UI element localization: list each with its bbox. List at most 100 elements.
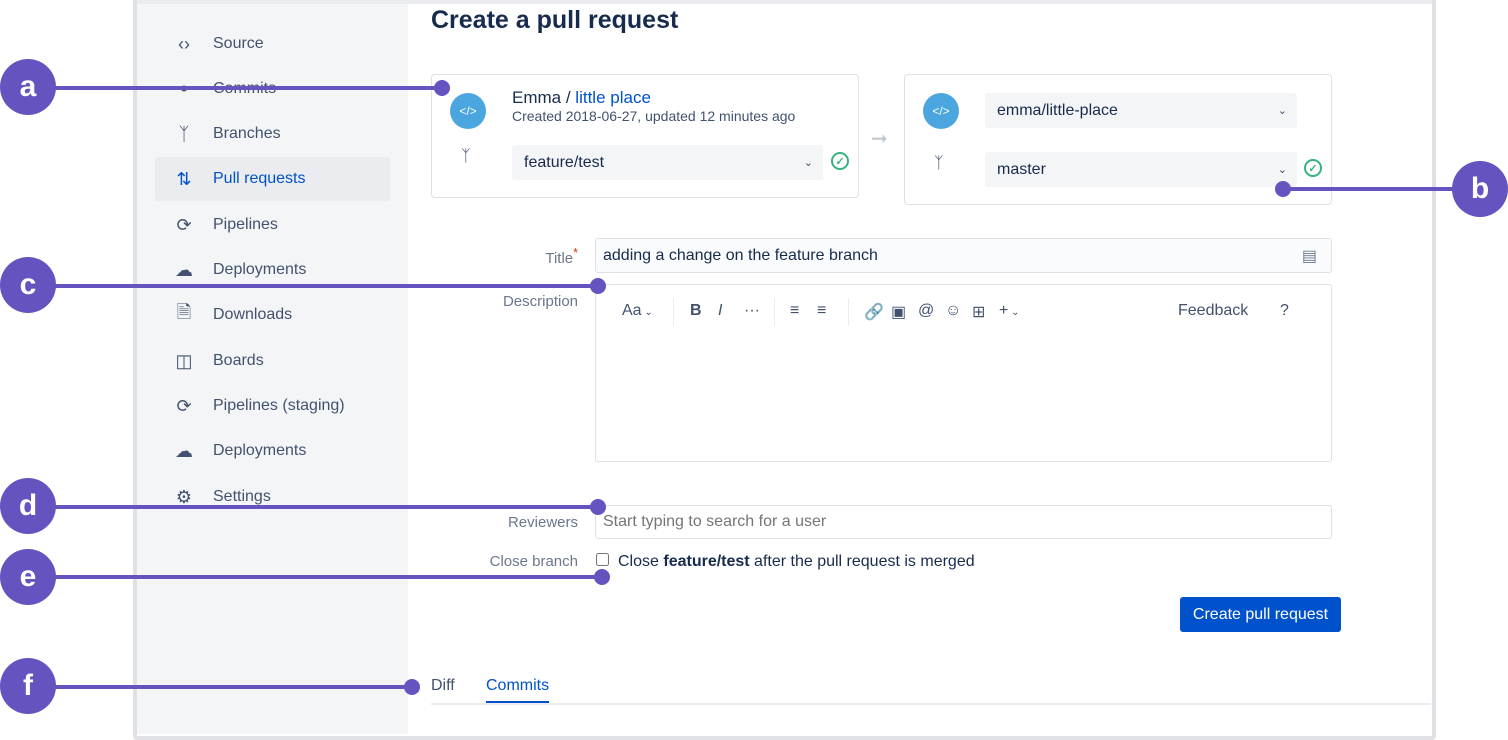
callout-f: f	[0, 658, 56, 714]
separator: /	[561, 88, 576, 107]
sidebar-item-downloads[interactable]: 🗎 Downloads	[155, 293, 390, 337]
emoji-icon[interactable]: ☺	[945, 302, 962, 319]
branch-name: feature/test	[663, 553, 750, 570]
chevron-down-icon: ⌄	[1277, 164, 1287, 176]
close-branch-text: Close feature/test after the pull reques…	[618, 553, 975, 571]
more-icon[interactable]: ···	[744, 302, 760, 319]
bold-icon[interactable]: B	[690, 302, 702, 319]
callout-dot-a	[434, 80, 450, 96]
text-style-label: Aa	[622, 302, 642, 319]
pipelines-icon: ⟳	[176, 214, 192, 235]
select-value: master	[997, 160, 1046, 178]
callout-dot-b	[1275, 181, 1291, 197]
board-icon: ◫	[175, 350, 193, 371]
sidebar-item-pipelines[interactable]: ⟳ Pipelines	[155, 203, 390, 247]
help-icon[interactable]: ?	[1280, 302, 1289, 319]
sidebar-item-label: Branches	[213, 125, 281, 142]
page-title: Create a pull request	[431, 6, 679, 34]
bullet-list-icon[interactable]: ≡	[790, 302, 800, 319]
create-pull-request-button[interactable]: Create pull request	[1180, 597, 1341, 632]
pull-request-icon: ⇅	[176, 168, 192, 189]
table-icon[interactable]: ⊞	[972, 304, 986, 321]
select-value: feature/test	[524, 153, 605, 171]
text-style-button[interactable]: Aa ⌄	[622, 302, 653, 320]
callout-dot-e	[594, 569, 610, 585]
sidebar-item-pull-requests[interactable]: ⇅ Pull requests	[155, 157, 390, 201]
callout-dot-f	[404, 679, 420, 695]
mention-icon[interactable]: @	[918, 302, 935, 319]
divider	[673, 298, 674, 326]
sidebar-item-label: Pull requests	[213, 170, 306, 187]
callout-line-b	[1283, 187, 1463, 191]
callout-dot-c	[590, 278, 606, 294]
sidebar-item-label: Pipelines	[213, 216, 278, 233]
sidebar-item-source[interactable]: ‹› Source	[155, 22, 390, 66]
sidebar-item-label: Deployments	[213, 261, 307, 278]
code-icon: ‹›	[178, 33, 190, 54]
required-marker: *	[573, 246, 578, 260]
top-bar	[137, 0, 1432, 4]
pipelines-icon: ⟳	[176, 395, 192, 416]
file-icon: 🗎	[176, 302, 192, 322]
callout-line-c	[40, 284, 598, 288]
sidebar-item-label: Deployments	[213, 442, 307, 459]
branch-icon: ᛉ	[461, 148, 471, 165]
sidebar-item-pipelines-staging[interactable]: ⟳ Pipelines (staging)	[155, 384, 390, 428]
description-editor[interactable]	[595, 284, 1332, 462]
sidebar-item-label: Source	[213, 35, 264, 52]
sidebar-item-deployments[interactable]: ☁Deployments	[155, 248, 390, 292]
repo-owner: Emma	[512, 88, 562, 107]
tabs-divider	[431, 703, 1431, 705]
reviewers-input[interactable]	[595, 505, 1332, 539]
sidebar-item-deployments-2[interactable]: ☁Deployments	[155, 429, 390, 473]
gear-icon: ⚙	[175, 486, 193, 507]
title-input[interactable]: adding a change on the feature branch ▤	[595, 238, 1332, 273]
divider	[774, 298, 775, 326]
callout-line-a	[40, 86, 442, 90]
id-card-icon: ▤	[1301, 247, 1317, 265]
text: Close	[618, 553, 664, 570]
sidebar-item-branches[interactable]: ᛉ Branches	[155, 112, 390, 156]
label-text: Title	[545, 250, 574, 267]
repo-link[interactable]: little place	[575, 88, 651, 107]
italic-icon[interactable]: I	[718, 302, 723, 319]
callout-dot-d	[590, 499, 606, 515]
chevron-down-icon: ⌄	[1277, 105, 1287, 117]
branch-icon: ᛉ	[934, 155, 944, 172]
chevron-down-icon: ⌄	[803, 157, 813, 169]
input-value: adding a change on the feature branch	[603, 246, 878, 264]
source-repo: Emma / little place	[512, 88, 651, 108]
sidebar-item-label: Boards	[213, 352, 264, 369]
tab-diff[interactable]: Diff	[431, 677, 455, 694]
link-icon[interactable]: 🔗	[864, 304, 884, 321]
sidebar	[137, 0, 408, 734]
description-label: Description	[502, 293, 578, 310]
select-value: emma/little-place	[997, 101, 1118, 119]
insert-plus-icon[interactable]: + ⌄	[999, 302, 1020, 319]
branch-icon: ᛉ	[178, 123, 190, 144]
callout-e: e	[0, 549, 56, 605]
sidebar-item-label: Pipelines (staging)	[213, 397, 345, 414]
sidebar-item-boards[interactable]: ◫ Boards	[155, 339, 390, 383]
numbered-list-icon[interactable]: ≡	[817, 302, 827, 319]
divider	[848, 298, 849, 326]
callout-line-d	[40, 505, 598, 509]
text: after the pull request is merged	[749, 553, 975, 570]
arrow-right-icon: ➞	[871, 128, 888, 150]
close-branch-label: Close branch	[489, 553, 578, 570]
sidebar-item-label: Downloads	[213, 306, 293, 323]
title-label: Title*	[378, 246, 578, 267]
close-branch-checkbox[interactable]	[596, 553, 609, 566]
sidebar-item-settings[interactable]: ⚙Settings	[155, 475, 390, 519]
callout-line-f	[40, 685, 412, 689]
chevron-down-icon: ⌄	[641, 307, 653, 318]
callout-b: b	[1452, 161, 1508, 217]
source-branch-select[interactable]: feature/test ⌄	[512, 145, 823, 180]
tab-commits[interactable]: Commits	[486, 677, 550, 703]
image-icon[interactable]: ▣	[891, 304, 907, 321]
callout-d: d	[0, 478, 56, 534]
destination-repo-select[interactable]: emma/little-place ⌄	[985, 93, 1297, 128]
destination-branch-select[interactable]: master ⌄	[985, 152, 1297, 187]
feedback-button[interactable]: Feedback	[1178, 302, 1249, 319]
callout-c: c	[0, 257, 56, 313]
